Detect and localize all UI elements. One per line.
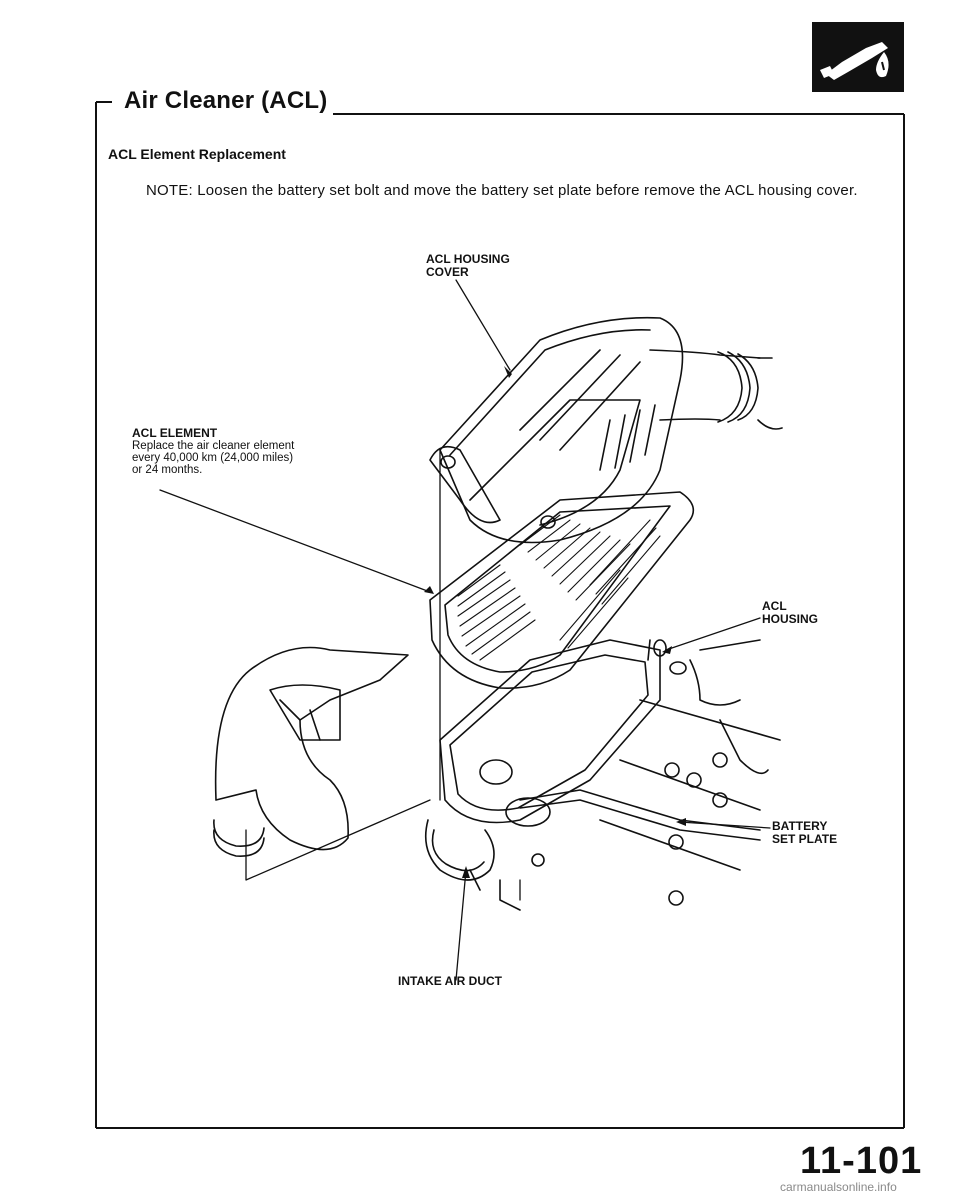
fuel-nozzle-icon: [812, 22, 904, 92]
callout-intake-air-duct: INTAKE AIR DUCT: [398, 974, 502, 988]
note-text: NOTE: Loosen the battery set bolt and mo…: [146, 182, 858, 199]
callout-text: ACL HOUSING: [426, 252, 510, 266]
acl-housing: [439, 639, 781, 906]
acl-housing-cover: [429, 316, 783, 544]
page-number: 11-101: [800, 1140, 923, 1182]
callout-acl-housing-cover: ACL HOUSING COVER: [426, 253, 510, 279]
leader-arrows: [424, 366, 686, 878]
section-subtitle: ACL Element Replacement: [108, 146, 286, 162]
callout-description: or 24 months.: [132, 464, 203, 476]
intake-air-duct: [213, 646, 521, 911]
callout-text: ACL ELEMENT: [132, 426, 218, 440]
callout-acl-element: ACL ELEMENT Replace the air cleaner elem…: [132, 426, 295, 477]
callout-text: BATTERY: [772, 819, 828, 833]
callout-text: ACL: [762, 599, 787, 613]
callout-description: Replace the air cleaner element: [132, 440, 295, 452]
callout-battery-set-plate: BATTERY SET PLATE: [772, 820, 837, 846]
leader-lines: [159, 279, 771, 981]
callout-text: SET PLATE: [772, 832, 838, 846]
callout-text: HOUSING: [762, 612, 819, 626]
callout-text: COVER: [426, 265, 469, 279]
watermark: carmanualsonline.info: [780, 1180, 897, 1194]
acl-element: [429, 491, 695, 689]
page-title: Air Cleaner (ACL): [118, 86, 334, 116]
callout-description: every 40,000 km (24,000 miles): [132, 452, 294, 464]
callout-acl-housing: ACL HOUSING: [762, 600, 818, 626]
